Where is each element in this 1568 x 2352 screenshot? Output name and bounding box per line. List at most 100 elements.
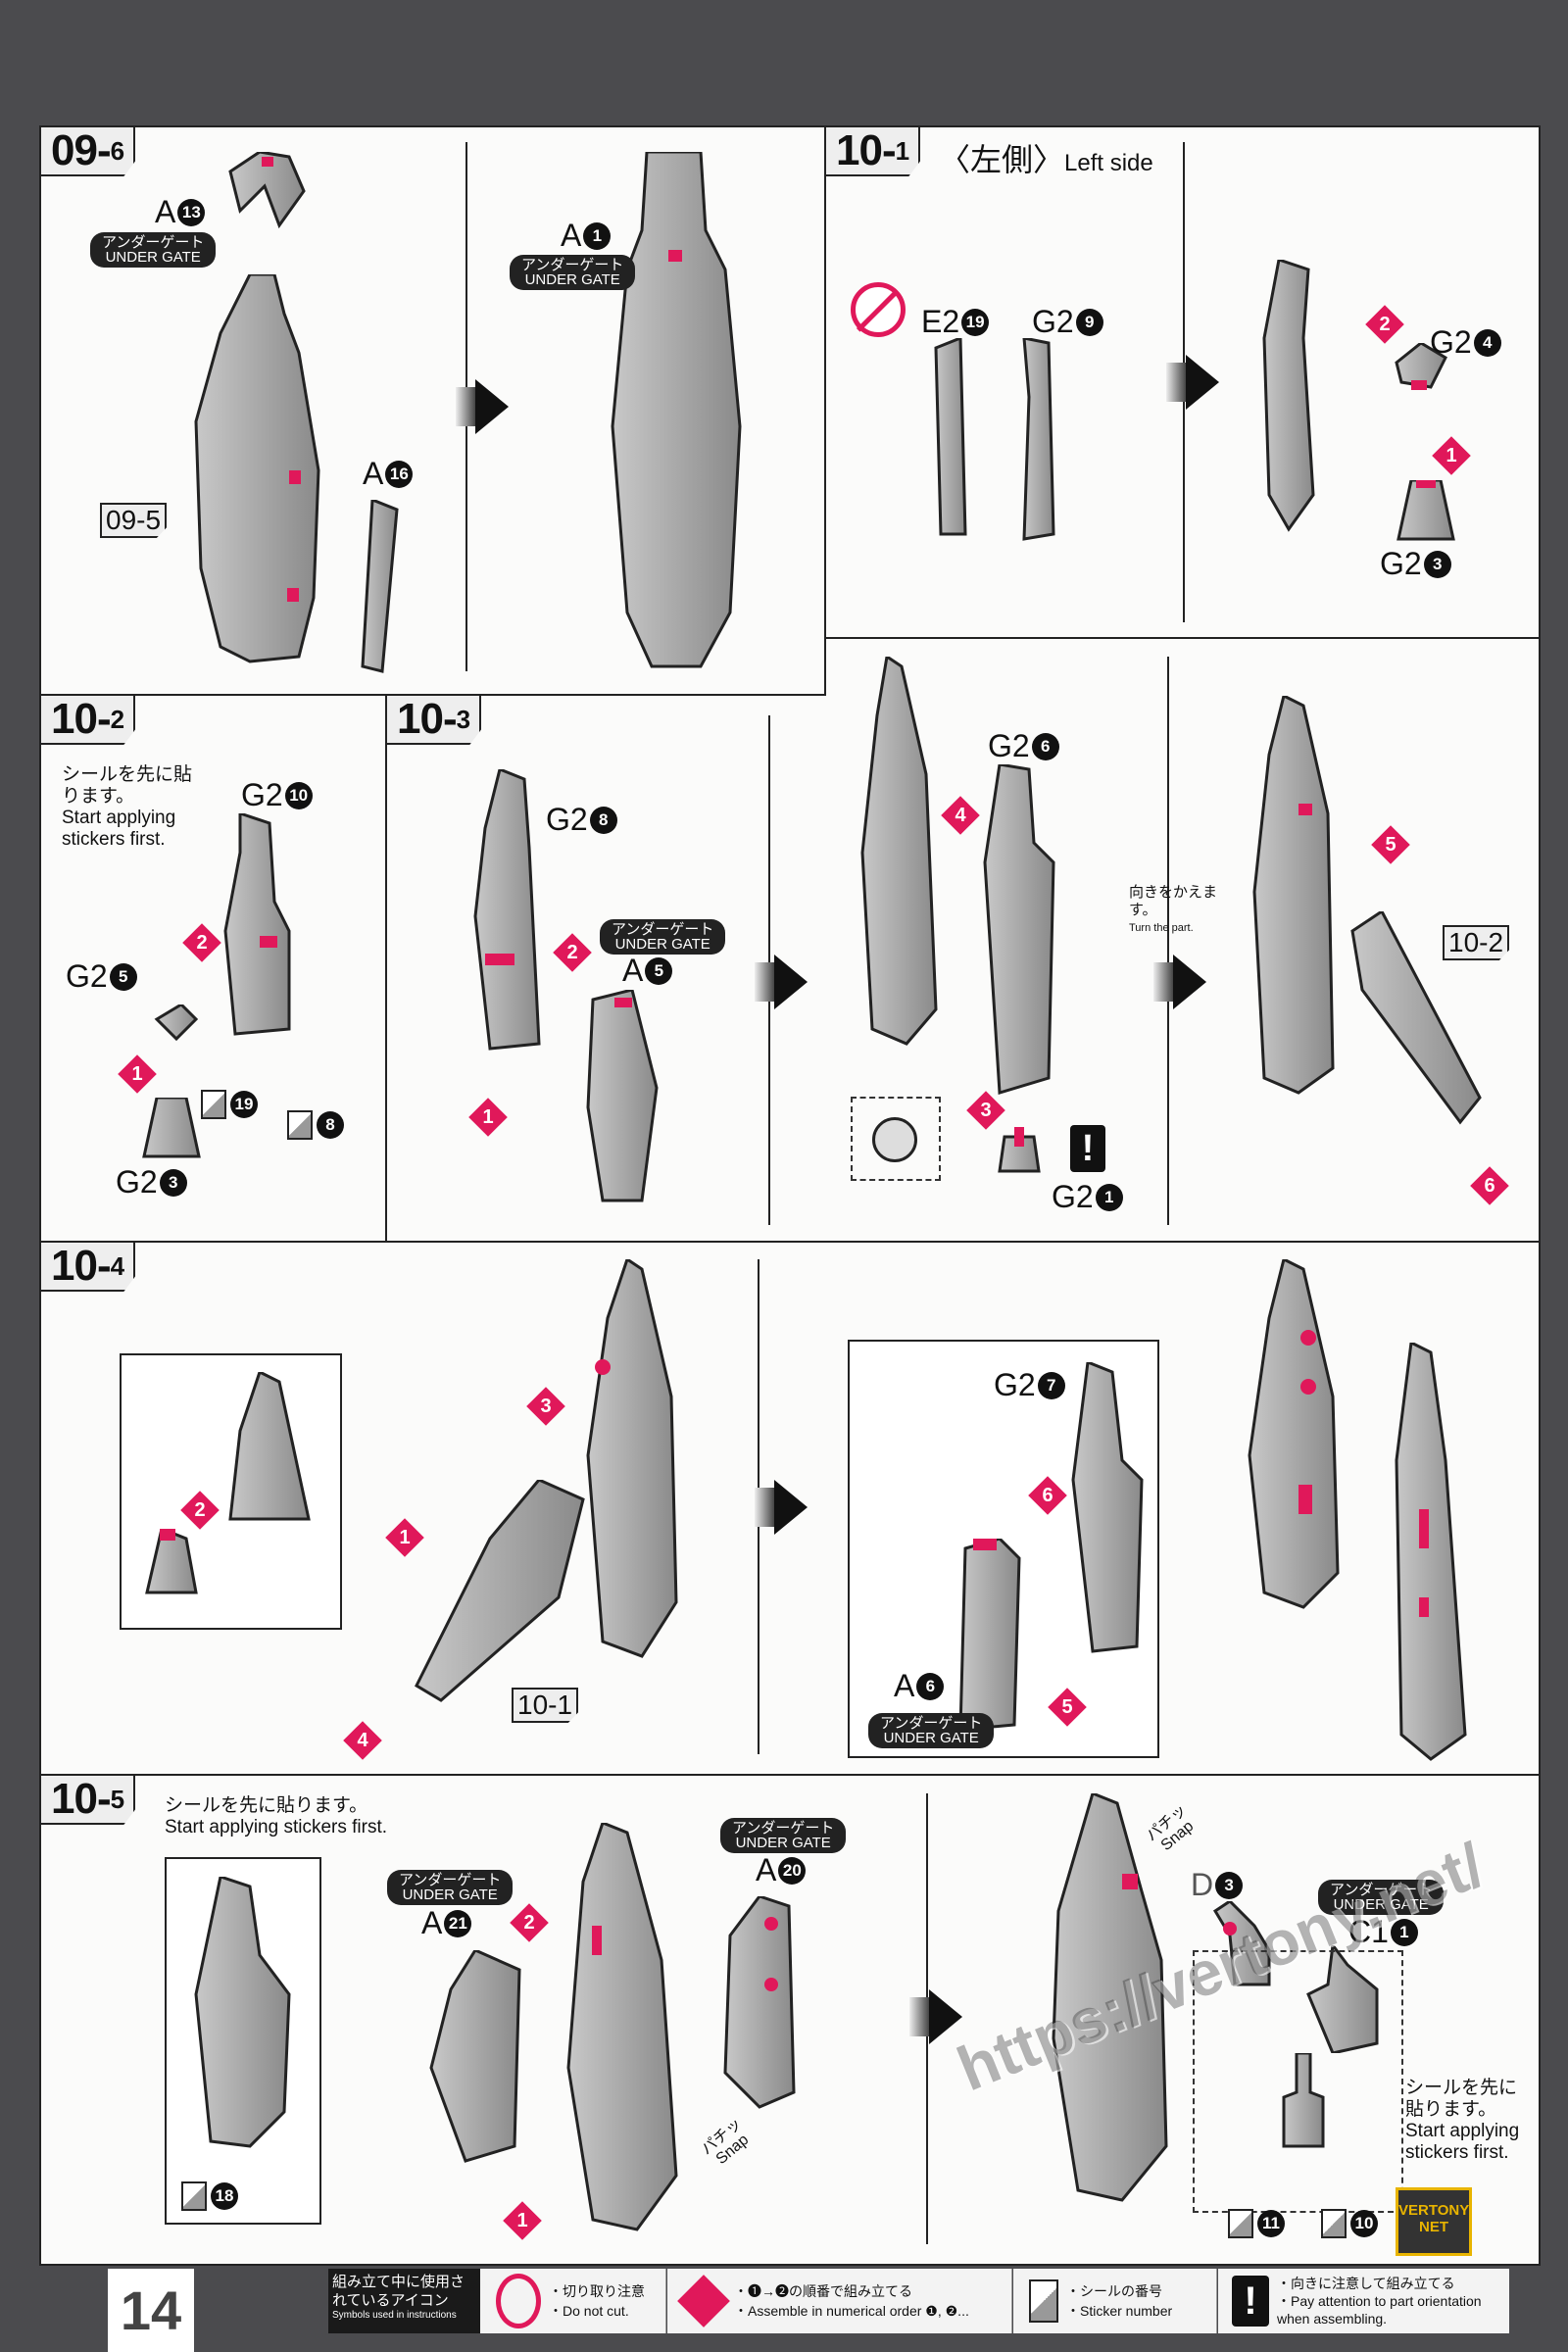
order-badge-2: 2 [555, 935, 590, 970]
part-letter: G2 [66, 958, 108, 994]
order-badge-5: 5 [1373, 827, 1408, 862]
step-number: 10 [51, 1242, 98, 1290]
sticker-icon [1321, 2209, 1347, 2238]
legend-jp: ・向きに注意して組み立てる [1277, 2276, 1455, 2291]
legend-jp: ・❶→❷の順番で組み立てる [734, 2283, 912, 2299]
frame-part-drawing [983, 764, 1055, 1095]
base-part-drawing [142, 1098, 201, 1158]
part-number: 8 [589, 806, 617, 834]
frame-detail-drawing [228, 1372, 311, 1521]
legend-jp: ・切り取り注意 [549, 2283, 645, 2299]
next-arrow-tail [909, 1997, 929, 2036]
do-not-cut-icon [851, 282, 906, 337]
order-badge-1: 1 [387, 1520, 422, 1555]
step-number: 10 [836, 126, 883, 174]
step-tag-10-1: 10-1 [824, 125, 921, 176]
sticker-part-drawing [1282, 2053, 1325, 2148]
under-gate-en: UNDER GATE [402, 1886, 498, 1903]
part-number: 5 [109, 962, 137, 991]
legend-item-no-cut: ・切り取り注意・Do not cut. [480, 2269, 666, 2333]
under-gate-jp: アンダーゲート [102, 234, 205, 251]
note-jp: シールを先に貼ります。 [1405, 2078, 1518, 2120]
sticker-8: 8 [287, 1110, 344, 1140]
sticker-19: 19 [201, 1090, 258, 1119]
step-number: 09 [51, 126, 98, 174]
next-step-arrow-icon [1173, 955, 1206, 1009]
turn-note-en: Turn the part. [1129, 922, 1194, 934]
part-number: 3 [1215, 1871, 1244, 1899]
next-arrow-tail [755, 962, 774, 1002]
legend-en: ・Do not cut. [549, 2303, 629, 2319]
arm-frame-drawing [566, 1823, 678, 2231]
arm-frame-drawing [586, 1259, 678, 1658]
step-tag-10-2: 10-2 [39, 694, 136, 745]
part-letter: A [894, 1668, 915, 1703]
detail-inset [1193, 1950, 1403, 2213]
frame-part-drawing [1071, 1362, 1144, 1653]
sticker-icon [1228, 2209, 1253, 2238]
frame-parts-drawing [934, 338, 1055, 541]
step-sub: 1 [895, 136, 910, 166]
arm-part-assembled-drawing [611, 152, 742, 668]
under-gate-en: UNDER GATE [105, 249, 201, 266]
step-sub: 2 [110, 705, 125, 734]
sticker-number: 18 [211, 2182, 238, 2210]
sticker-note: シールを先に貼ります。Start applying stickers first… [165, 1795, 387, 1838]
under-gate-en: UNDER GATE [883, 1730, 979, 1746]
sticker-note: シールを先に貼ります。Start applying stickers first… [1405, 2078, 1533, 2164]
arm-cover-drawing [1395, 1343, 1467, 1761]
joint-part-drawing [1212, 1901, 1271, 1986]
step-number: 10 [51, 1775, 98, 1823]
side-armor-drawing [429, 1950, 521, 2163]
cover-part-drawing [1306, 1945, 1379, 2053]
detail-inset [851, 1097, 941, 1181]
heading-jp: 〈左側〉 [939, 142, 1065, 177]
sticker-10: 10 [1321, 2209, 1378, 2238]
legend-en: ・Sticker number [1066, 2303, 1173, 2319]
order-badge-4: 4 [345, 1723, 380, 1758]
part-letter: A [756, 1852, 777, 1887]
step-sub: 6 [110, 136, 125, 166]
part-number: 9 [1075, 308, 1103, 336]
step-number: 10 [51, 695, 98, 743]
next-arrow-tail [1153, 962, 1173, 1002]
legend-item-order: ・❶→❷の順番で組み立てる・Assemble in numerical orde… [667, 2269, 1012, 2333]
part-letter: G2 [1380, 546, 1422, 581]
peg-detail-icon [872, 1117, 917, 1162]
part-letter: G2 [241, 777, 283, 812]
order-badge-2: 2 [512, 1905, 547, 1940]
step-number: 10 [397, 695, 444, 743]
sticker-note: シールを先に貼ります。Start applying stickers first… [62, 764, 199, 851]
part-number: 5 [645, 956, 673, 985]
part-number: 1 [1390, 1918, 1418, 1946]
part-letter: C1 [1348, 1914, 1389, 1949]
part-number: 6 [916, 1672, 945, 1700]
step-tag-09-6: 09-6 [39, 125, 136, 176]
under-gate-jp: アンダーゲート [521, 257, 624, 273]
base-part-drawing [1396, 480, 1455, 541]
step-sub: 5 [110, 1785, 125, 1814]
next-step-arrow-icon [475, 379, 509, 434]
order-badge-2: 2 [1367, 307, 1402, 342]
frame-part-drawing [1252, 696, 1335, 1095]
part-number: 16 [385, 460, 414, 488]
exclamation-icon: ! [1232, 2276, 1269, 2327]
legend-en: ・Assemble in numerical order ❶, ❷... [734, 2303, 969, 2319]
under-gate-en: UNDER GATE [735, 1835, 831, 1851]
frame-part-drawing [473, 769, 541, 1051]
part-letter: D [1191, 1867, 1214, 1902]
sticker-18: 18 [181, 2181, 238, 2211]
next-step-arrow-icon [774, 955, 808, 1009]
peg-part-drawing [998, 1127, 1041, 1173]
arm-frame-drawing [1248, 1259, 1340, 1609]
